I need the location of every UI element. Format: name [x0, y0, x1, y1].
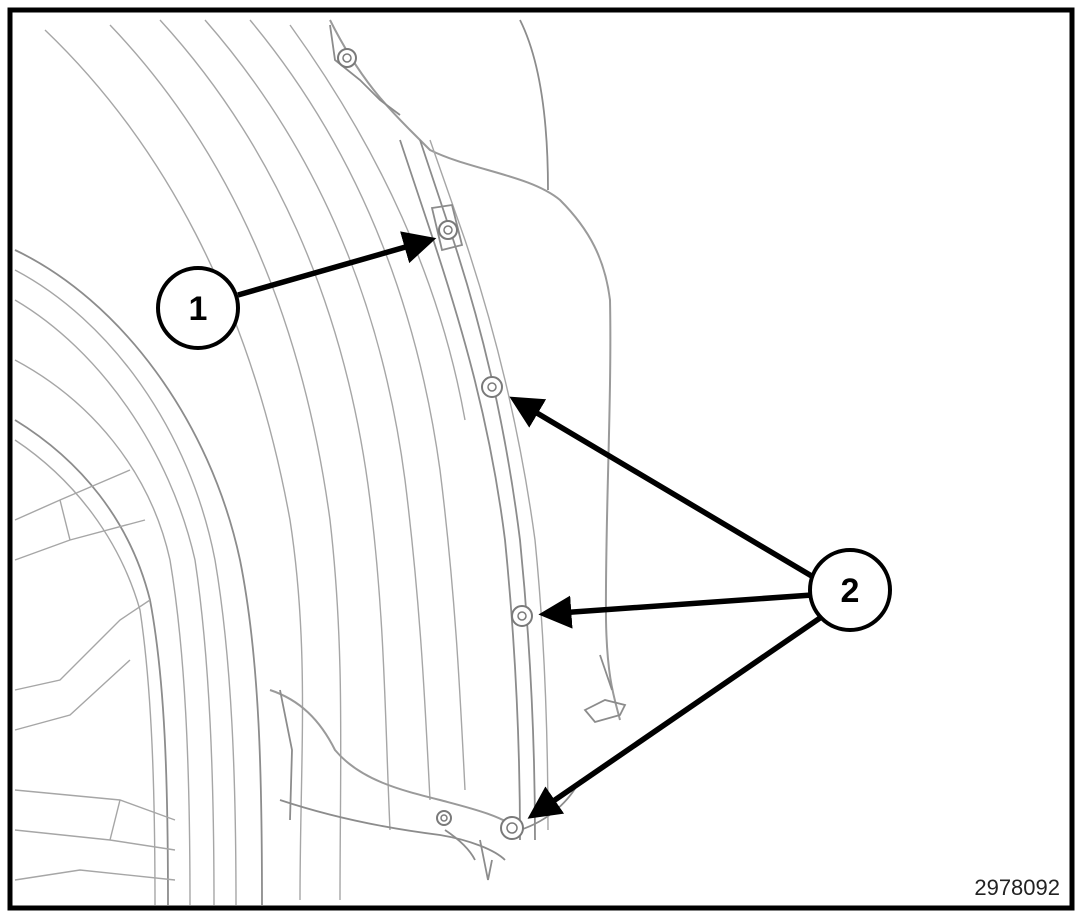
fastener-bottom-small — [436, 810, 452, 826]
leader-arrows — [237, 231, 822, 819]
arrow-callout-1 — [237, 231, 437, 298]
callout-2-label: 2 — [841, 572, 860, 610]
wheelhouse-line-art — [14, 19, 627, 906]
figure-frame — [7, 7, 1075, 911]
callout-2: 2 — [808, 548, 892, 632]
arrow-callout-2-bottom — [527, 615, 822, 819]
arrow-callout-2-middle — [538, 592, 813, 629]
fastener-top — [337, 48, 357, 68]
callout-1: 1 — [156, 266, 240, 350]
fastener-2c — [500, 816, 524, 840]
callout-1-label: 1 — [189, 290, 208, 328]
figure-id: 2978092 — [974, 875, 1060, 900]
fastener-1-push-pin — [430, 203, 464, 252]
fastener-2b — [511, 605, 533, 627]
arrow-callout-2-top — [509, 396, 817, 581]
fastener-2a — [481, 376, 503, 398]
